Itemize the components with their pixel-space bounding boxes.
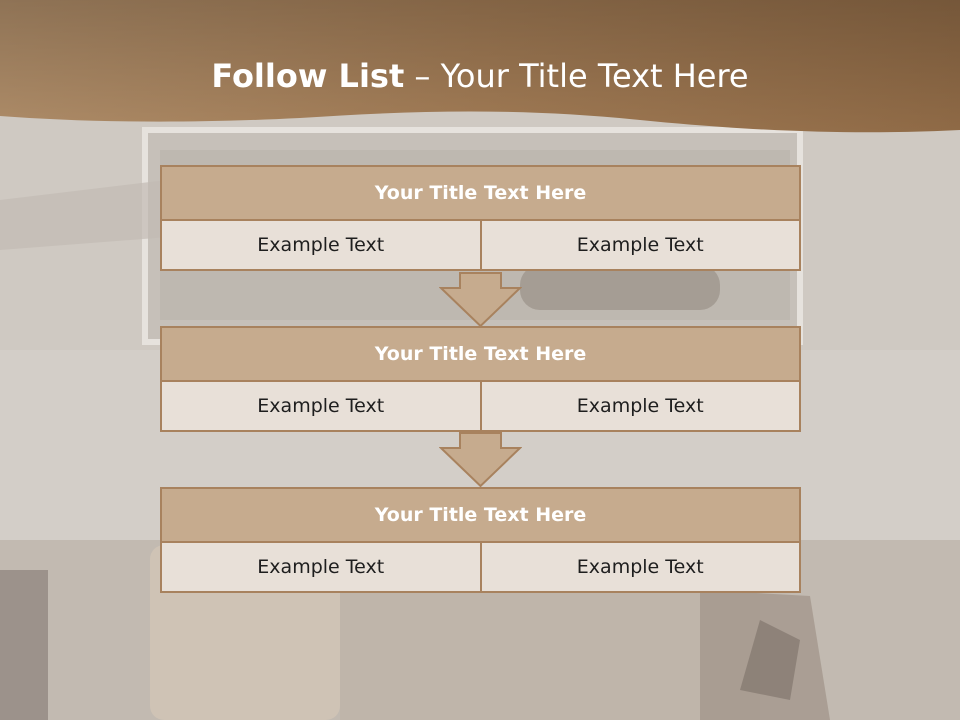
block-right-cell: Example Text	[479, 221, 800, 269]
block-title: Your Title Text Here	[160, 326, 801, 382]
block-title: Your Title Text Here	[160, 165, 801, 221]
block-left-cell: Example Text	[257, 556, 385, 578]
block-row: Example Text Example Text	[160, 382, 801, 432]
flow-block-2: Your Title Text Here Example Text Exampl…	[160, 326, 801, 432]
down-arrow-icon	[439, 272, 522, 328]
slide-title-rest: – Your Title Text Here	[414, 57, 749, 95]
slide-title: Follow List – Your Title Text Here	[0, 52, 960, 100]
block-right-cell: Example Text	[479, 543, 800, 591]
flow-block-1: Your Title Text Here Example Text Exampl…	[160, 165, 801, 271]
block-right-cell: Example Text	[479, 382, 800, 430]
block-left-cell: Example Text	[257, 234, 385, 256]
slide-title-bold: Follow List	[211, 57, 405, 95]
down-arrow-icon	[439, 432, 522, 488]
flow-block-3: Your Title Text Here Example Text Exampl…	[160, 487, 801, 593]
block-row: Example Text Example Text	[160, 221, 801, 271]
block-title: Your Title Text Here	[160, 487, 801, 543]
block-left-cell: Example Text	[257, 395, 385, 417]
block-row: Example Text Example Text	[160, 543, 801, 593]
